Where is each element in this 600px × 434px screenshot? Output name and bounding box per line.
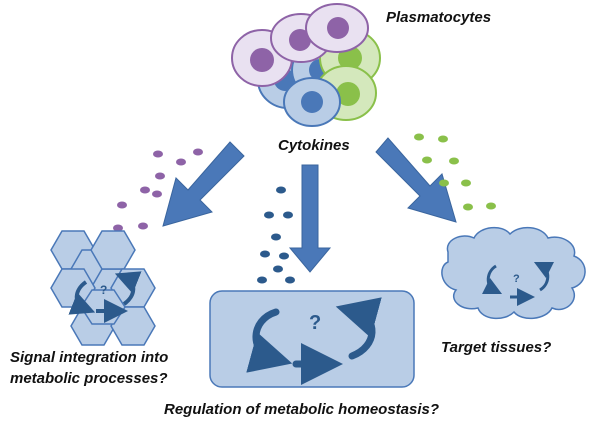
hex-question-mark: ? (100, 283, 107, 297)
arrow-left (162, 141, 245, 227)
cytokines-label: Cytokines (278, 137, 350, 154)
signal-integration-label-line1: Signal integration into (10, 349, 168, 366)
plasmatocyte-cluster (231, 3, 381, 127)
plasmatocytes-label: Plasmatocytes (386, 9, 491, 26)
homeostasis-box (209, 290, 415, 388)
regulation-label: Regulation of metabolic homeostasis? (164, 401, 439, 418)
hexagon-cluster (50, 230, 156, 346)
arrow-center (288, 164, 332, 273)
cloud-question-mark: ? (513, 273, 520, 285)
cloud-cycle (481, 261, 555, 306)
target-tissue-cloud (441, 226, 586, 320)
target-tissues-label: Target tissues? (441, 339, 551, 356)
green-cytokine-dots (414, 133, 496, 211)
blue-cytokine-dots (257, 186, 295, 284)
purple-cytokine-dots (113, 148, 203, 232)
arrow-right (375, 137, 457, 223)
center-question-mark: ? (309, 312, 321, 334)
center-cycle (246, 297, 382, 385)
signal-integration-label-line2: metabolic processes? (10, 370, 168, 387)
arrows (162, 137, 457, 273)
hex-cycle (68, 271, 142, 323)
